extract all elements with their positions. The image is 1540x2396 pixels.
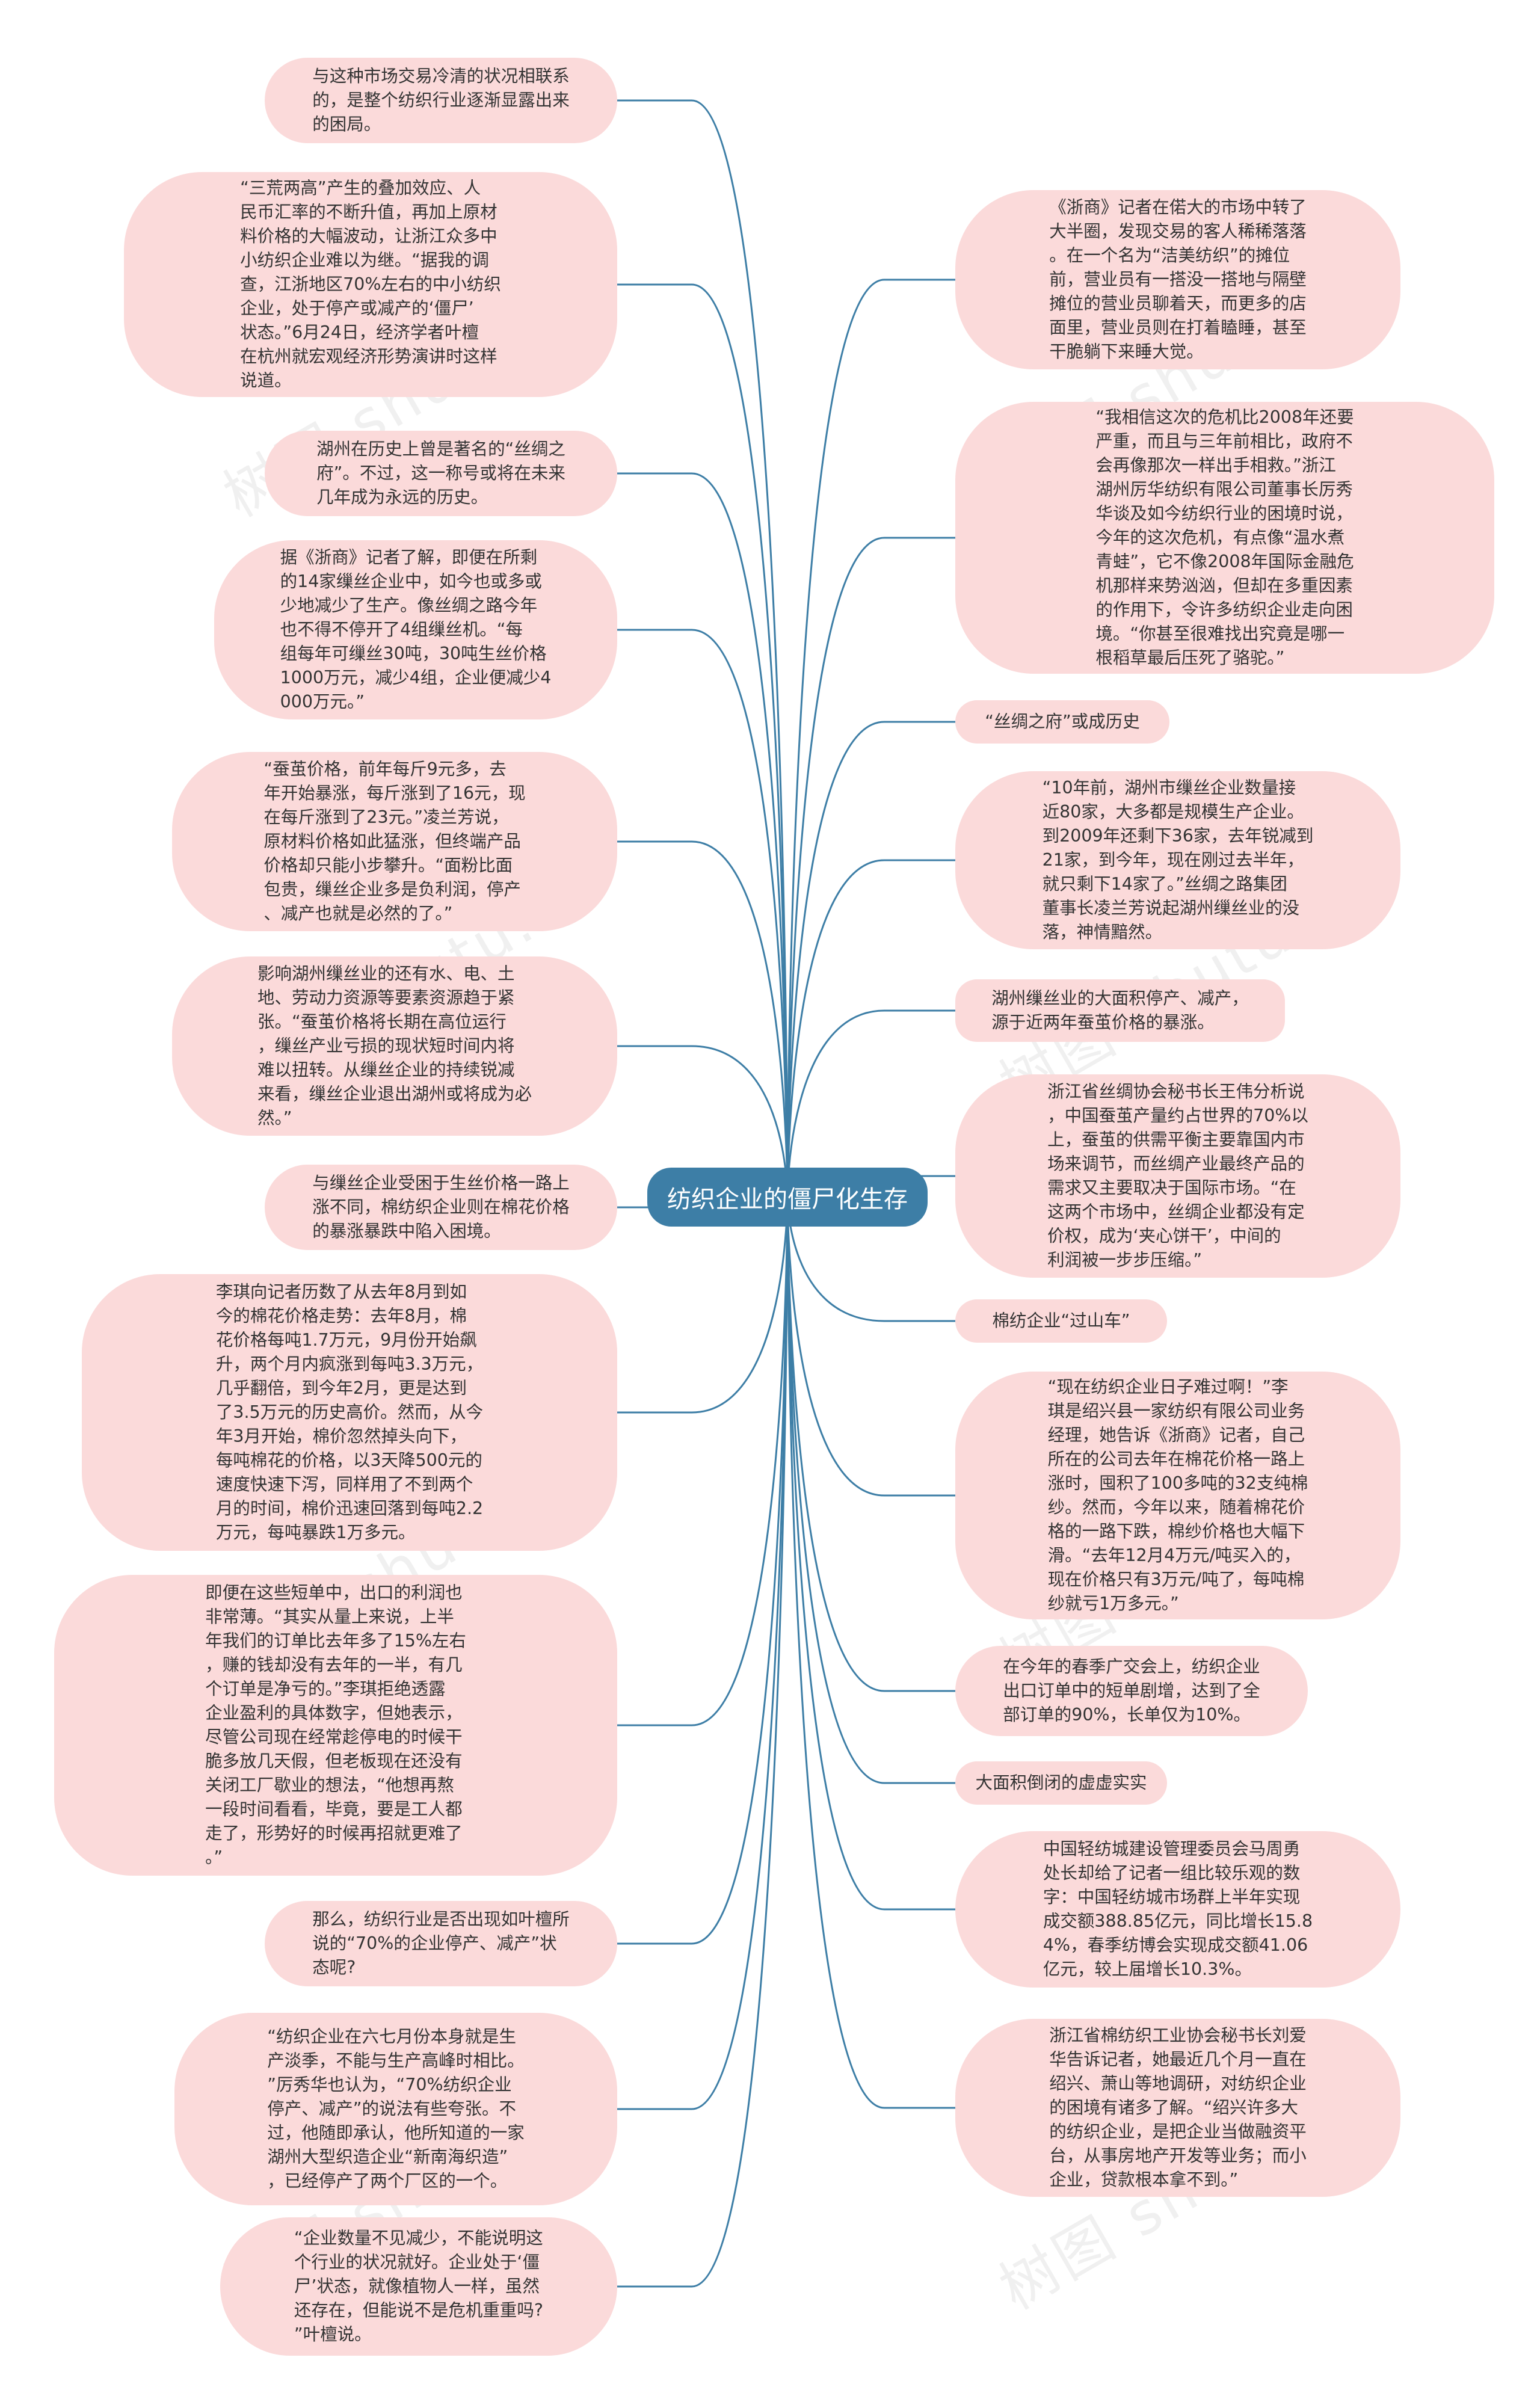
branch-connector xyxy=(617,1196,789,1414)
right-node-cocoon-surge[interactable]: 湖州缫丝业的大面积停产、减产， 源于近两年蚕茧价格的暴涨。 xyxy=(955,979,1285,1042)
node-text: 即便在这些短单中，出口的利润也 非常薄。“其实从量上来说，上半 年我们的订单比去… xyxy=(205,1583,466,1867)
left-node-resource-pressure[interactable]: 影响湖州缫丝业的还有水、电、土 地、劳动力资源等要素资源趋于紧 张。“蚕茧价格将… xyxy=(172,956,617,1136)
branch-connector xyxy=(617,629,789,1198)
node-text: 浙江省棉纺织工业协会秘书长刘爱 华告诉记者，她最近几个月一直在 绍兴、萧山等地调… xyxy=(1049,2025,1307,2190)
node-text: “丝绸之府”或成历史 xyxy=(985,712,1140,731)
left-node-14-reeling-firms[interactable]: 据《浙商》记者了解，即便在所剩 的14家缫丝企业中，如今也或多或 少地减少了生产… xyxy=(214,540,617,719)
branch-connector xyxy=(786,1196,955,1692)
right-tag-cotton-rollercoaster[interactable]: 棉纺企业“过山车” xyxy=(955,1299,1167,1343)
node-text: “企业数量不见减少，不能说明这 个行业的状况就好。企业处于‘僵 尸’状态，就像植… xyxy=(294,2228,544,2344)
left-node-vegetative-state[interactable]: “企业数量不见减少，不能说明这 个行业的状况就好。企业处于‘僵 尸’状态，就像植… xyxy=(220,2217,617,2356)
node-text: 棉纺企业“过山车” xyxy=(992,1311,1130,1331)
node-text: 据《浙商》记者了解，即便在所剩 的14家缫丝企业中，如今也或多或 少地减少了生产… xyxy=(280,547,552,712)
right-node-textile-city-data[interactable]: 中国轻纺城建设管理委员会马周勇 处长却给了记者一组比较乐观的数 字：中国轻纺城市… xyxy=(955,1831,1400,1988)
left-node-cotton-price-trend[interactable]: 李琪向记者历数了从去年8月到如 今的棉花价格走势：去年8月，棉 花价格每吨1.7… xyxy=(82,1274,617,1551)
node-text: “三荒两高”产生的叠加效应、人 民币汇率的不断升值，再加上原材 料价格的大幅波动… xyxy=(240,178,501,390)
right-node-financing-platform[interactable]: 浙江省棉纺织工业协会秘书长刘爱 华告诉记者，她最近几个月一直在 绍兴、萧山等地调… xyxy=(955,2019,1400,2197)
node-text: 湖州在历史上曾是著名的“丝绸之 府”。不过，这一称号或将在未来 几年成为永远的历… xyxy=(316,439,565,507)
node-text: 与这种市场交易冷清的状况相联系 的，是整个纺织行业逐渐显露出来 的困局。 xyxy=(312,66,570,134)
left-node-off-season[interactable]: “纺织企业在六七月份本身就是生 产淡季，不能与生产高峰时相比。 ”厉秀华也认为，… xyxy=(174,2013,617,2205)
node-text: 在今年的春季广交会上，纺织企业 出口订单中的短单剧增，达到了全 部订单的90%，… xyxy=(1003,1657,1260,1725)
right-node-cotton-yarn-loss[interactable]: “现在纺织企业日子难过啊！”李 琪是绍兴县一家纺织有限公司业务 经理，她告诉《浙… xyxy=(955,1372,1400,1619)
node-text: 湖州缫丝业的大面积停产、减产， 源于近两年蚕茧价格的暴涨。 xyxy=(991,988,1249,1032)
branch-connector xyxy=(786,1196,955,1911)
left-node-question-70pct[interactable]: 那么，纺织行业是否出现如叶檀所 说的“70%的企业停产、减产”状 态呢? xyxy=(265,1901,617,1986)
node-text: 那么，纺织行业是否出现如叶檀所 说的“70%的企业停产、减产”状 态呢? xyxy=(312,1909,570,1977)
right-node-sandwich-biscuit[interactable]: 浙江省丝绸协会秘书长王伟分析说 ，中国蚕茧产量约占世界的70%以 上，蚕茧的供需… xyxy=(955,1074,1400,1278)
center-topic-label: 纺织企业的僵尸化生存 xyxy=(667,1186,908,1213)
node-text: 影响湖州缫丝业的还有水、电、土 地、劳动力资源等要素资源趋于紧 张。“蚕茧价格将… xyxy=(257,964,532,1128)
right-node-quiet-market[interactable]: 《浙商》记者在偌大的市场中转了 大半圈，发现交易的客人稀稀落落 。在一个名为“洁… xyxy=(955,190,1400,369)
node-text: 李琪向记者历数了从去年8月到如 今的棉花价格走势：去年8月，棉 花价格每吨1.7… xyxy=(215,1282,484,1542)
right-node-worse-than-2008[interactable]: “我相信这次的危机比2008年还要 严重，而且与三年前相比，政府不 会再像那次一… xyxy=(955,402,1494,674)
node-text: 中国轻纺城建设管理委员会马周勇 处长却给了记者一组比较乐观的数 字：中国轻纺城市… xyxy=(1043,1839,1313,1979)
branch-connector xyxy=(786,1196,955,1497)
right-node-reeling-count[interactable]: “10年前，湖州市缫丝企业数量接 近80家，大多都是规模生产企业。 到2009年… xyxy=(955,771,1400,949)
node-text: “10年前，湖州市缫丝企业数量接 近80家，大多都是规模生产企业。 到2009年… xyxy=(1042,778,1314,942)
branch-connector xyxy=(786,1196,955,2109)
branch-connector xyxy=(617,99,789,1198)
left-node-zombie-state[interactable]: “三荒两高”产生的叠加效应、人 民币汇率的不断升值，再加上原材 料价格的大幅波动… xyxy=(124,172,617,397)
left-node-silk-capital[interactable]: 湖州在历史上曾是著名的“丝绸之 府”。不过，这一称号或将在未来 几年成为永远的历… xyxy=(265,431,617,516)
node-text: 《浙商》记者在偌大的市场中转了 大半圈，发现交易的客人稀稀落落 。在一个名为“洁… xyxy=(1049,197,1307,362)
right-tag-closures[interactable]: 大面积倒闭的虚虚实实 xyxy=(955,1761,1167,1805)
node-text: 浙江省丝绸协会秘书长王伟分析说 ，中国蚕茧产量约占世界的70%以 上，蚕茧的供需… xyxy=(1047,1082,1308,1270)
left-node-market-decline[interactable]: 与这种市场交易冷清的状况相联系 的，是整个纺织行业逐渐显露出来 的困局。 xyxy=(265,58,617,143)
branch-connector xyxy=(786,859,955,1198)
center-topic[interactable]: 纺织企业的僵尸化生存 xyxy=(647,1168,928,1227)
node-text: “我相信这次的危机比2008年还要 严重，而且与三年前相比，政府不 会再像那次一… xyxy=(1095,407,1354,668)
node-text: 大面积倒闭的虚虚实实 xyxy=(975,1773,1147,1793)
node-text: “纺织企业在六七月份本身就是生 产淡季，不能与生产高峰时相比。 ”厉秀华也认为，… xyxy=(267,2027,525,2191)
node-text: 与缫丝企业受困于生丝价格一路上 涨不同，棉纺织企业则在棉花价格 的暴涨暴跌中陷入… xyxy=(312,1173,570,1241)
left-node-cotton-mills[interactable]: 与缫丝企业受困于生丝价格一路上 涨不同，棉纺织企业则在棉花价格 的暴涨暴跌中陷入… xyxy=(265,1165,617,1250)
left-node-cocoon-prices[interactable]: “蚕茧价格，前年每斤9元多，去 年开始暴涨，每斤涨到了16元，现 在每斤涨到了2… xyxy=(172,752,617,931)
branch-connector xyxy=(617,1196,789,1726)
right-node-short-orders[interactable]: 在今年的春季广交会上，纺织企业 出口订单中的短单剧增，达到了全 部订单的90%，… xyxy=(955,1646,1308,1736)
node-text: “现在纺织企业日子难过啊！”李 琪是绍兴县一家纺织有限公司业务 经理，她告诉《浙… xyxy=(1047,1377,1308,1613)
branch-connector xyxy=(617,840,789,1198)
branch-connector xyxy=(617,1196,789,2288)
right-tag-silk-history[interactable]: “丝绸之府”或成历史 xyxy=(955,700,1169,744)
node-text: “蚕茧价格，前年每斤9元多，去 年开始暴涨，每斤涨到了16元，现 在每斤涨到了2… xyxy=(263,759,526,923)
left-node-thin-profits[interactable]: 即便在这些短单中，出口的利润也 非常薄。“其实从量上来说，上半 年我们的订单比去… xyxy=(54,1575,617,1876)
